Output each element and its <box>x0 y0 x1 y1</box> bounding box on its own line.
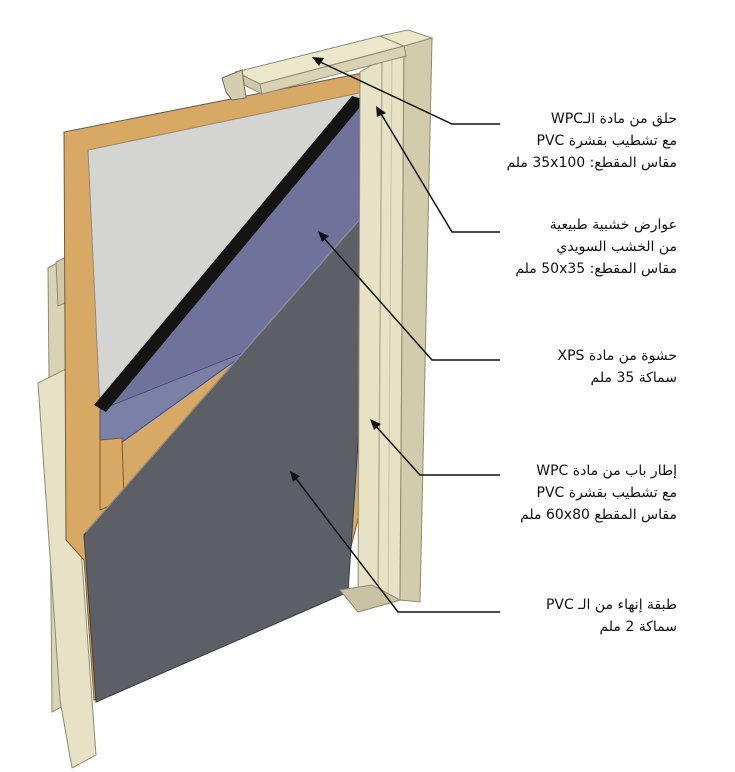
leader-lines <box>293 59 500 613</box>
callout-wpc-architrave: حلق من مادة الـWPC مع تشطيب بقشرة PVC مق… <box>506 108 677 174</box>
callout-wood-rails: عوارض خشبية طبيعية من الخشب السويدي مقاس… <box>515 214 677 280</box>
callout-line: مقاس المقطع: 50x35 ملم <box>515 261 677 277</box>
callout-wpc-door-frame: إطار باب من مادة WPC مع تشطيب بقشرة PVC … <box>520 460 677 526</box>
callout-xps-core: حشوة من مادة XPS سماكة 35 ملم <box>558 345 677 389</box>
callout-line: سماكة 2 ملم <box>599 619 677 635</box>
leader-line-3 <box>321 235 500 361</box>
leader-line-2 <box>379 111 500 233</box>
callout-line: سماكة 35 ملم <box>590 370 677 386</box>
callout-line: حشوة من مادة XPS <box>557 348 677 364</box>
callout-line: مقاس المقطع 60x80 ملم <box>520 507 677 523</box>
callout-line: مع تشطيب بقشرة PVC <box>536 485 677 501</box>
leader-line-1 <box>315 59 500 125</box>
callout-line: عوارض خشبية طبيعية <box>549 217 677 233</box>
callout-line: طبقة إنهاء من الـ PVC <box>545 597 677 613</box>
callout-pvc-finish: طبقة إنهاء من الـ PVC سماكة 2 ملم <box>546 594 677 638</box>
callout-line: إطار باب من مادة WPC <box>536 463 677 479</box>
leader-arrowheads <box>290 57 386 482</box>
black-seal-strip <box>94 96 366 412</box>
door-leaf <box>63 67 389 703</box>
callout-line: مقاس المقطع: 35x100 ملم <box>506 155 677 171</box>
callout-line: من الخشب السويدي <box>556 239 677 255</box>
leader-line-5 <box>293 475 500 613</box>
leader-line-4 <box>373 423 500 476</box>
callout-line: حلق من مادة الـWPC <box>550 111 677 127</box>
callout-line: مع تشطيب بقشرة PVC <box>536 133 677 149</box>
